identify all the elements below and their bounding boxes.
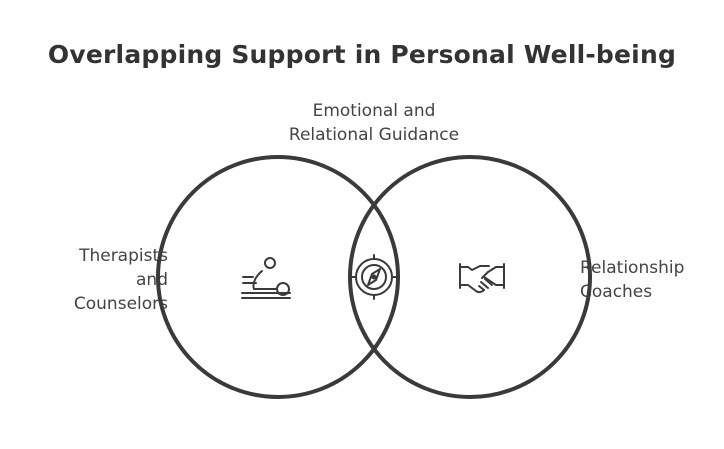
massage-therapy-icon — [241, 257, 291, 299]
handshake-icon — [459, 263, 505, 294]
right-set-circle — [348, 155, 592, 399]
overlap-label: Emotional and Relational Guidance — [224, 99, 524, 147]
target-compass-icon — [351, 254, 397, 300]
diagram-title: Overlapping Support in Personal Well-bei… — [47, 40, 677, 69]
right-set-label-line-1: Relationship — [580, 258, 685, 278]
left-set-label-line-3: Counselors — [73, 294, 168, 314]
overlap-label-line-1: Emotional and — [312, 101, 436, 121]
left-set-label-line-1: Therapists — [79, 246, 168, 266]
overlap-label-line-2: Relational Guidance — [288, 125, 460, 145]
left-set-circle — [156, 155, 400, 399]
right-set-label-line-2: Coaches — [580, 282, 653, 302]
right-set-label: Relationship Coaches — [580, 256, 720, 304]
